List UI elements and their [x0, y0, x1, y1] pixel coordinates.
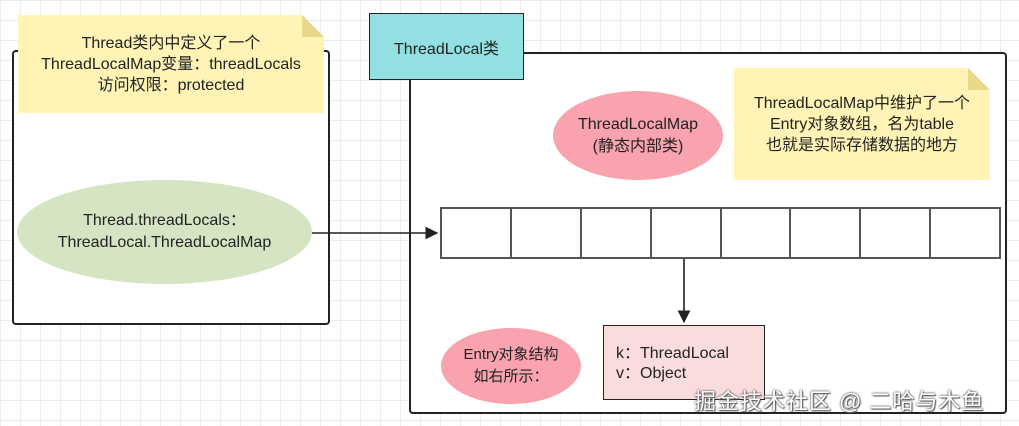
- threadlocal-class-text: ThreadLocal类: [394, 40, 499, 58]
- entry-array-cell: [442, 209, 512, 257]
- thread-note: Thread类内中定义了一个 ThreadLocalMap变量：threadLo…: [18, 15, 324, 113]
- entry-value-field: v：Object: [616, 365, 687, 382]
- entry-struct-ellipse: Entry对象结构 如右所示：: [441, 328, 581, 404]
- entry-array-cell: [652, 209, 722, 257]
- entry-struct-text: Entry对象结构 如右所示：: [463, 346, 559, 385]
- entry-key-field: k：ThreadLocal: [616, 345, 729, 362]
- map-note-text: ThreadLocalMap中维护了一个 Entry对象数组，名为table 也…: [753, 94, 971, 154]
- watermark: 掘金技术社区 @ 二哈与木鱼: [694, 384, 985, 416]
- thread-threadlocals-text: Thread.threadLocals： ThreadLocal.ThreadL…: [57, 212, 272, 251]
- threadlocalmap-text: ThreadLocalMap (静态内部类): [577, 115, 699, 155]
- entry-array-cell: [582, 209, 652, 257]
- watermark-text: 掘金技术社区 @ 二哈与木鱼: [694, 389, 985, 414]
- entry-array-cell: [512, 209, 582, 257]
- entry-array-cell: [722, 209, 792, 257]
- note-fold-icon: [302, 15, 324, 37]
- entry-fields-box: k：ThreadLocal v：Object: [603, 325, 765, 400]
- entry-array-cell: [861, 209, 932, 257]
- thread-threadlocals-ellipse: Thread.threadLocals： ThreadLocal.ThreadL…: [17, 180, 312, 284]
- entry-array: [440, 207, 1001, 259]
- threadlocal-class-label: ThreadLocal类: [369, 13, 524, 80]
- entry-array-cell: [791, 209, 862, 257]
- thread-note-text: Thread类内中定义了一个 ThreadLocalMap变量：threadLo…: [41, 34, 301, 94]
- entry-array-cell: [931, 209, 999, 257]
- threadlocalmap-ellipse: ThreadLocalMap (静态内部类): [553, 91, 723, 180]
- map-note: ThreadLocalMap中维护了一个 Entry对象数组，名为table 也…: [734, 68, 990, 180]
